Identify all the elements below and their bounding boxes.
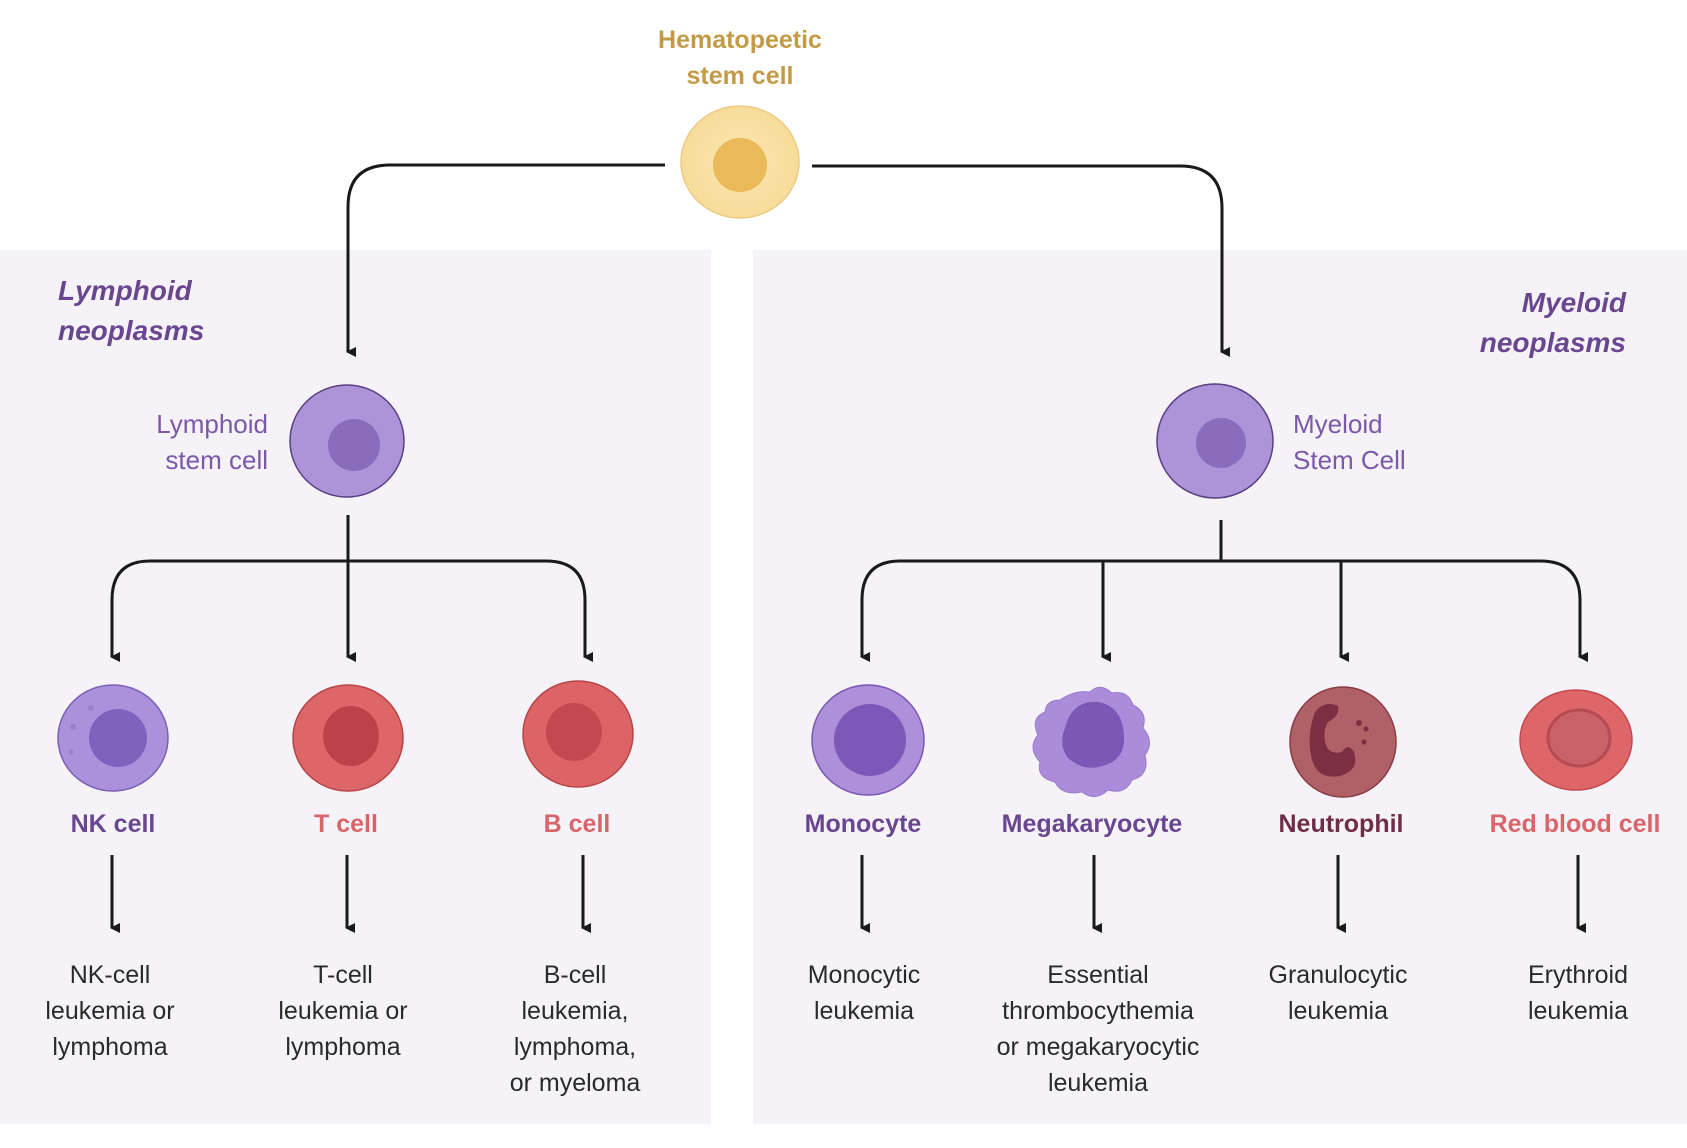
myeloid-stem-cell-label: Myeloid Stem Cell	[1293, 409, 1406, 475]
nk-cell-icon	[57, 684, 169, 792]
nk-cell-outcome: NK-cell leukemia or lymphoma	[45, 961, 175, 1061]
connectors	[110, 163, 1588, 933]
lymphoid-neoplasms-heading: Lymphoid neoplasms	[58, 275, 205, 346]
lymphoid-stem-cell-icon	[289, 384, 405, 498]
megakaryocyte-outcome: Essential thrombocythemia or megakaryocy…	[996, 961, 1200, 1097]
neutrophil-outcome: Granulocytic leukemia	[1268, 961, 1408, 1025]
megakaryocyte-label: Megakaryocyte	[1001, 810, 1183, 838]
lymphoid-stem-cell-label: Lymphoid stem cell	[156, 409, 268, 475]
b-cell-icon	[522, 680, 634, 788]
monocyte-label: Monocyte	[804, 810, 922, 838]
neutrophil-icon	[1289, 686, 1397, 798]
myeloid-neoplasms-heading: Myeloid neoplasms	[1479, 287, 1626, 358]
nk-cell-label: NK cell	[70, 810, 156, 838]
hematopoietic-stem-cell-label: Hematopeetic stem cell	[658, 26, 822, 90]
connector-lymphoid-left	[110, 559, 348, 662]
t-cell-outcome: T-cell leukemia or lymphoma	[278, 961, 408, 1061]
connector-myeloid-right	[1221, 559, 1588, 662]
red-blood-cell-icon	[1519, 689, 1633, 791]
connector-stem-to-lymphoid	[346, 163, 665, 357]
hematopoietic-stem-cell-icon	[680, 105, 800, 219]
monocyte-icon	[811, 684, 925, 796]
monocyte-outcome: Monocytic leukemia	[807, 961, 921, 1025]
red-blood-cell-outcome: Erythroid leukemia	[1527, 961, 1629, 1025]
t-cell-label: T cell	[314, 810, 378, 838]
megakaryocyte-icon	[1032, 686, 1150, 797]
b-cell-label: B cell	[543, 810, 611, 838]
neutrophil-label: Neutrophil	[1278, 810, 1404, 838]
connector-lymphoid-right	[348, 559, 593, 662]
connector-myeloid-left	[860, 559, 1221, 662]
myeloid-stem-cell-icon	[1156, 383, 1274, 499]
red-blood-cell-label: Red blood cell	[1489, 810, 1661, 838]
t-cell-icon	[292, 684, 404, 792]
connector-stem-to-myeloid	[812, 164, 1230, 357]
b-cell-outcome: B-cell leukemia, lymphoma, or myeloma	[509, 961, 641, 1097]
